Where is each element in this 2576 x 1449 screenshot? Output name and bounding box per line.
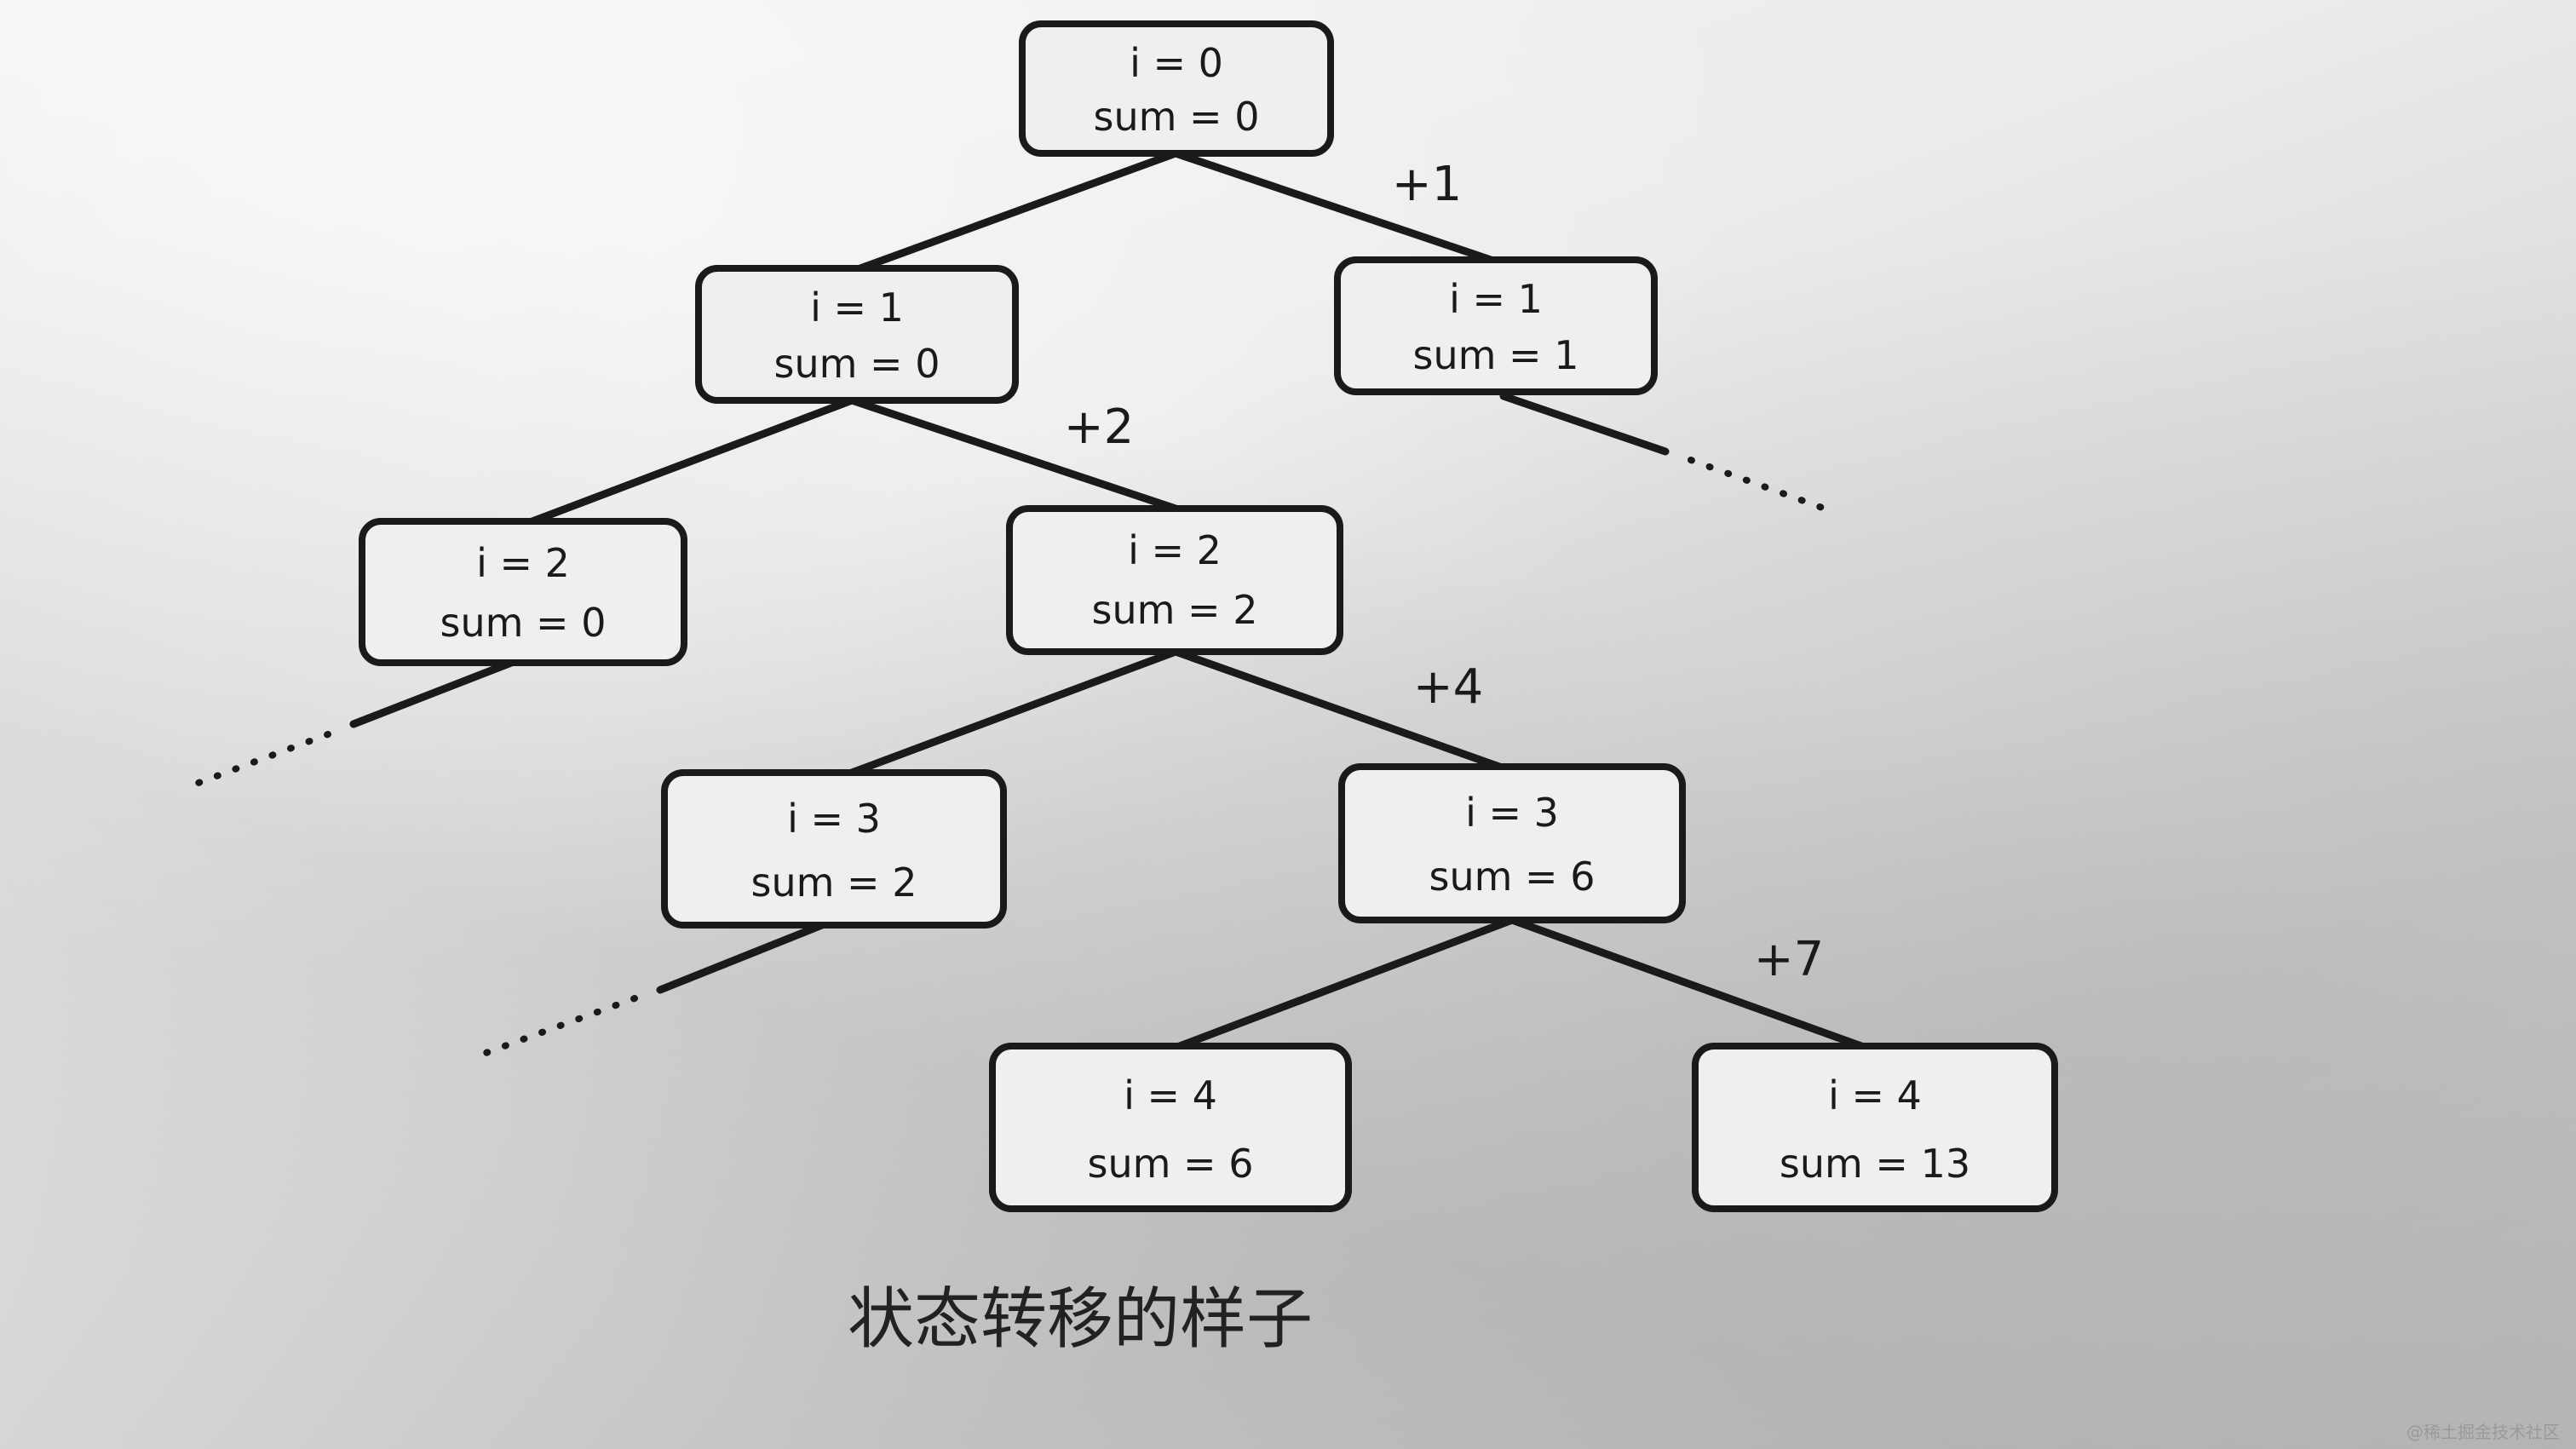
continuation-dots-left [188, 731, 331, 789]
edge-2b-to-3b [1171, 647, 1504, 771]
node-sum: sum = 0 [774, 341, 940, 387]
edge-3b-to-4 [1176, 916, 1516, 1050]
node-box [1334, 256, 1658, 395]
edge-1b-stub [1499, 392, 1670, 456]
node-sum: sum = 6 [1088, 1141, 1254, 1187]
continuation-dots-right [1688, 457, 1835, 515]
node-sum: sum = 2 [1092, 587, 1258, 633]
tree-node: i = 3 sum = 2 [661, 769, 1007, 929]
node-box [695, 265, 1019, 404]
node-index: i = 3 [1465, 790, 1559, 836]
node-sum: sum = 0 [1094, 94, 1260, 140]
edge-2b-to-3 [848, 647, 1180, 777]
edge-label-plus-4: +4 [1413, 659, 1484, 715]
diagram-caption: 状态转移的样子 [848, 1281, 1313, 1358]
node-sum: sum = 1 [1413, 332, 1579, 378]
tree-node: i = 2 sum = 0 [359, 518, 687, 666]
node-box [359, 518, 687, 666]
edge-3b-to-4b [1508, 916, 1866, 1050]
continuation-dots-left-lower [478, 995, 638, 1058]
node-index: i = 1 [810, 285, 904, 331]
node-index: i = 4 [1124, 1072, 1217, 1118]
edge-1-to-2b [848, 396, 1180, 513]
node-sum: sum = 13 [1780, 1141, 1970, 1187]
tree-node: i = 2 sum = 2 [1006, 505, 1343, 655]
node-index: i = 4 [1828, 1072, 1922, 1118]
edge-3-stub [656, 921, 826, 994]
node-index: i = 2 [1128, 527, 1222, 573]
edge-1-to-2 [528, 396, 856, 526]
node-box [1019, 20, 1334, 157]
tree-node: i = 0 sum = 0 [1019, 20, 1334, 157]
node-sum: sum = 6 [1429, 854, 1596, 900]
tree-node: i = 4 sum = 6 [989, 1043, 1352, 1212]
tree-node: i = 4 sum = 13 [1692, 1043, 2058, 1212]
node-sum: sum = 0 [440, 600, 607, 646]
node-box [1692, 1043, 2058, 1212]
tree-node: i = 3 sum = 6 [1338, 763, 1686, 923]
watermark: @稀土掘金技术社区 [2406, 1422, 2560, 1442]
edge-0-to-1 [856, 149, 1180, 273]
node-index: i = 3 [787, 796, 881, 842]
edge-label-plus-2: +2 [1064, 400, 1135, 455]
node-box [989, 1043, 1352, 1212]
node-box [661, 769, 1007, 929]
node-sum: sum = 2 [751, 860, 917, 906]
edge-2-stub [349, 658, 515, 728]
tree-node: i = 1 sum = 1 [1334, 256, 1658, 395]
node-index: i = 0 [1130, 40, 1223, 86]
node-box [1006, 505, 1343, 655]
edge-0-to-1b [1171, 149, 1495, 264]
node-box [1338, 763, 1686, 923]
tree-node: i = 1 sum = 0 [695, 265, 1019, 404]
node-index: i = 1 [1449, 276, 1543, 322]
node-index: i = 2 [476, 540, 570, 586]
edge-label-plus-7: +7 [1754, 932, 1825, 987]
edge-label-plus-1: +1 [1392, 157, 1463, 212]
